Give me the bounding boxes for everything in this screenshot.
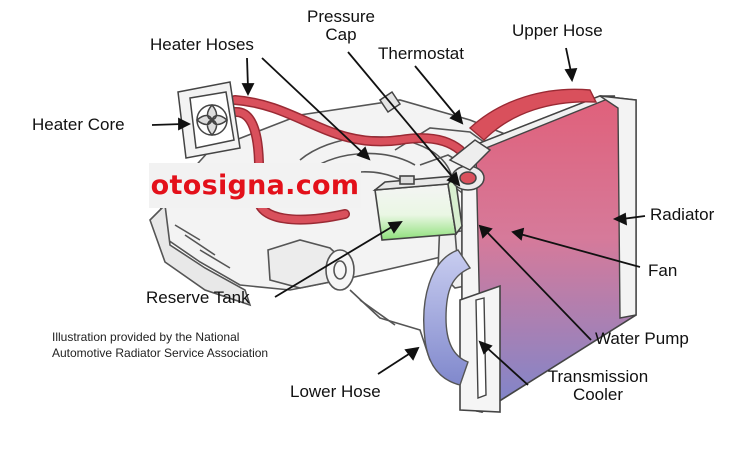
label-reserve-tank: Reserve Tank: [146, 288, 250, 307]
label-pressure-cap-line2: Cap: [325, 24, 357, 44]
label-pressure-cap: Pressure Cap: [297, 8, 385, 44]
credit-line2: Automotive Radiator Service Association: [52, 345, 269, 360]
label-radiator: Radiator: [650, 205, 715, 224]
heater-core: [177, 81, 241, 159]
label-pressure-cap-line1: Pressure: [306, 7, 376, 26]
label-transmission-cooler-line1: Transmission: [547, 367, 649, 386]
label-heater-core: Heater Core: [32, 115, 125, 134]
label-fan: Fan: [648, 261, 678, 280]
watermark: otosigna.com: [149, 163, 361, 208]
upper-hose: [468, 88, 598, 141]
credit-line1: Illustration provided by the National: [52, 330, 240, 344]
label-thermostat: Thermostat: [378, 44, 464, 63]
lower-hose: [423, 249, 472, 386]
label-heater-hoses: Heater Hoses: [150, 35, 254, 54]
leader-lines: [151, 47, 646, 386]
label-upper-hose: Upper Hose: [512, 21, 603, 40]
label-transmission-cooler: Transmission Cooler: [530, 368, 666, 404]
illustration-credit: Illustration provided by the National Au…: [52, 330, 268, 361]
label-water-pump: Water Pump: [595, 329, 689, 348]
label-lower-hose: Lower Hose: [290, 382, 381, 401]
label-transmission-cooler-line2: Cooler: [572, 384, 624, 404]
radiator: [459, 95, 637, 413]
reserve-tank: [372, 174, 463, 241]
